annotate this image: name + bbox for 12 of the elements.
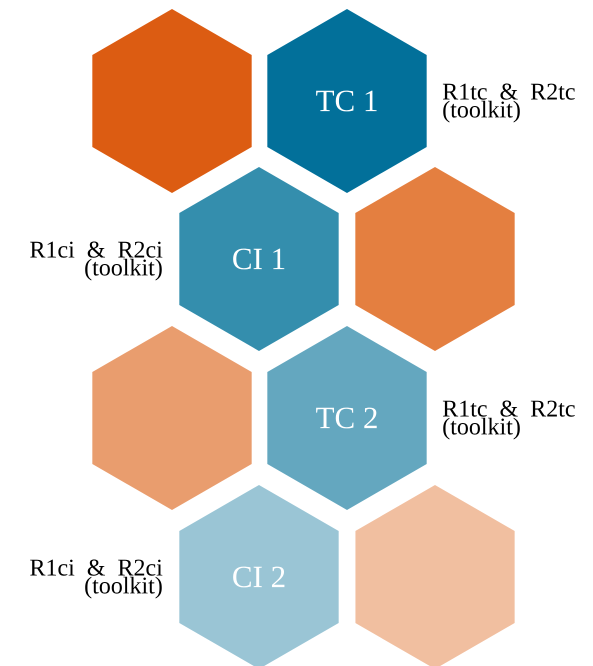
hexagon-tile: TC 2	[267, 326, 427, 510]
side-note: R1ci & R2ci (toolkit)	[30, 242, 162, 280]
hexagon-tile	[92, 326, 252, 510]
hexagon-tile: CI 1	[179, 167, 339, 351]
hexagon-tile	[92, 9, 252, 193]
side-note: R1tc & R2tc (toolkit)	[442, 400, 575, 440]
hexagon-tile	[355, 167, 515, 351]
side-note: R1ci & R2ci (toolkit)	[30, 560, 162, 598]
side-note: R1tc & R2tc (toolkit)	[442, 84, 575, 122]
hexagon-tile: CI 2	[179, 485, 339, 666]
hexagon-tile: TC 1	[267, 9, 427, 193]
hexagon-tile	[355, 485, 515, 666]
